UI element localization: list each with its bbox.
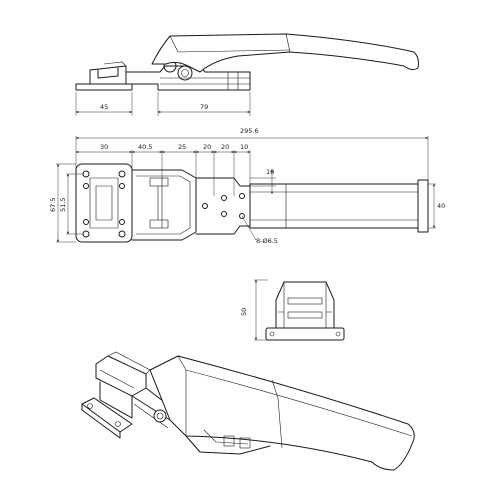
top-view: 295.6 30 40.5 25 20 20 10 xyxy=(49,127,445,245)
side-view: 45 79 xyxy=(75,33,419,116)
dim-40-5: 40.5 xyxy=(138,143,152,151)
dim-20-b: 20 xyxy=(221,143,229,151)
dim-295-6: 295.6 xyxy=(240,127,259,135)
dim-50: 50 xyxy=(240,308,248,316)
hole-callout: 8-Ø6.5 xyxy=(256,237,278,245)
dim-79: 79 xyxy=(200,103,208,111)
end-view: 50 xyxy=(240,279,345,341)
isometric-view xyxy=(81,351,415,471)
dim-25: 25 xyxy=(178,143,186,151)
dim-67-5: 67.5 xyxy=(49,198,57,212)
dim-51-5: 51.5 xyxy=(59,198,67,212)
dim-10: 10 xyxy=(240,143,248,151)
dim-30: 30 xyxy=(100,143,108,151)
dim-10-slot: 10 xyxy=(266,168,274,176)
dim-45: 45 xyxy=(100,103,108,111)
dim-40: 40 xyxy=(437,202,445,210)
dim-20-a: 20 xyxy=(203,143,211,151)
